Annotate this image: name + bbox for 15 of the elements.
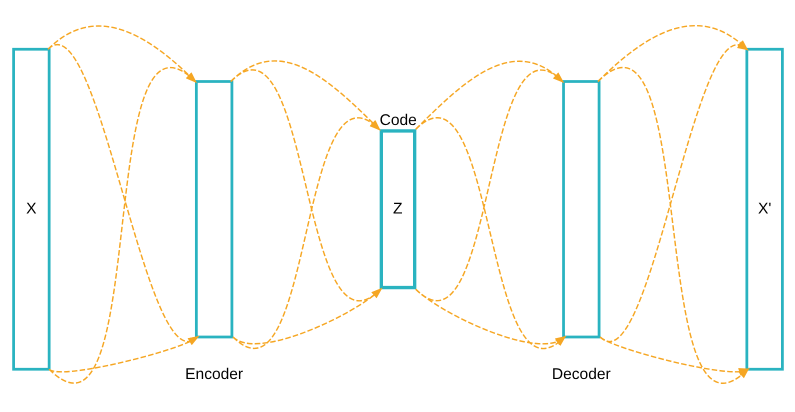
arrow [230, 69, 382, 300]
arrow [48, 335, 199, 372]
arrow [599, 336, 750, 376]
arrow [414, 60, 564, 130]
arrow [232, 287, 382, 344]
label: Decoder [551, 365, 610, 382]
node-box: Z [379, 128, 416, 289]
node-box [194, 80, 233, 338]
arrow [232, 117, 380, 348]
arrow [47, 44, 199, 345]
node-label: Code [379, 112, 416, 129]
node-box [562, 80, 600, 338]
node-box: X' [744, 47, 784, 370]
node-box: X [12, 47, 50, 370]
label: Encoder [184, 365, 243, 382]
